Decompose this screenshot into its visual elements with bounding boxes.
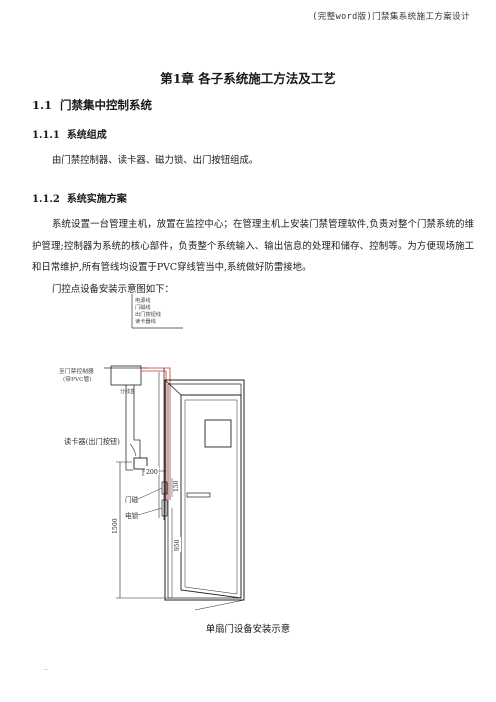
diagram-lead-in: 门控点设备安装示意图如下： bbox=[52, 284, 174, 295]
cable-label-card-reader: 读卡器线 bbox=[135, 317, 156, 325]
subsection-number: 1.1.2 bbox=[32, 194, 60, 205]
card-reader-box bbox=[133, 457, 148, 470]
section-title: 门禁集中控制系统 bbox=[60, 98, 153, 112]
cable-label-power: 电源线 bbox=[135, 296, 151, 304]
section-number: 1.1 bbox=[32, 98, 53, 112]
subsection-title: 系统组成 bbox=[66, 130, 107, 141]
subsection-heading-1: 1.1.1 系统组成 bbox=[32, 126, 107, 141]
dim-lock-height: 950 bbox=[174, 539, 181, 551]
diagram-caption: 单扇门设备安装示意 bbox=[205, 624, 291, 635]
controller-label: 至门禁控制器 bbox=[59, 367, 94, 375]
door-window bbox=[204, 419, 232, 448]
section-heading: 1.1 门禁集中控制系统 bbox=[32, 97, 152, 113]
conduit-label: (穿PVC管) bbox=[63, 375, 92, 383]
page-header: (完整word版)门禁集系统施工方案设计 bbox=[312, 12, 470, 22]
chapter-title: 第1章 各子系统施工方法及工艺 bbox=[160, 71, 336, 86]
cable-label-box: 电源线 门磁线 出门按钮线 读卡器线 bbox=[131, 294, 183, 329]
door-frame bbox=[164, 379, 245, 611]
cable-label-exit-button: 出门按钮线 bbox=[135, 310, 161, 318]
subsection-number: 1.1.1 bbox=[32, 130, 60, 141]
door-leaf bbox=[180, 394, 242, 599]
subsection-title: 系统实施方案 bbox=[66, 194, 127, 205]
dim-reader-offset: 200 bbox=[146, 469, 158, 476]
red-cable bbox=[141, 370, 167, 500]
dim-sensor-offset: 150 bbox=[173, 480, 180, 492]
junction-box bbox=[110, 365, 142, 386]
lock-label: 电锁 bbox=[125, 511, 139, 520]
dim-reader-height: 1500 bbox=[112, 518, 119, 534]
card-reader-label: 读卡器(出门按钮) bbox=[64, 437, 120, 446]
door-sensor-label: 门磁 bbox=[125, 495, 139, 504]
system-composition-paragraph: 由门禁控制器、读卡器、磁力锁、出门按钮组成。 bbox=[52, 155, 259, 166]
reader-cable bbox=[125, 385, 133, 471]
door-handle bbox=[186, 492, 211, 498]
junction-label: 分线盒 bbox=[120, 388, 135, 395]
implementation-paragraph: 系统设置一台管理主机，放置在监控中心；在管理主机上安装门禁管理软件,负责对整个门… bbox=[32, 219, 474, 273]
footer-mark: .. bbox=[44, 665, 48, 672]
cable-label-door-sensor: 门磁线 bbox=[135, 303, 151, 311]
subsection-heading-2: 1.1.2 系统实施方案 bbox=[32, 190, 127, 205]
